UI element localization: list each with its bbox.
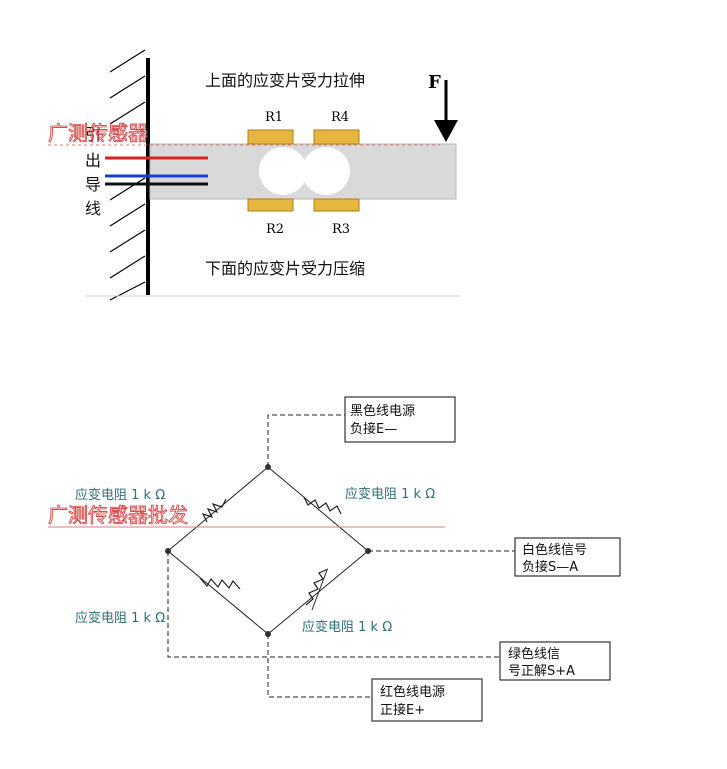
gauge-r3 [313,198,360,212]
lead-green [167,551,500,658]
resistor-label-top-left: 应变电阻 1 k Ω [75,487,165,503]
gauge-r2 [247,198,294,212]
gauge-label-r1: R1 [265,110,283,125]
callout-white-box [514,537,621,577]
resistor-top-left [201,498,227,523]
bridge-edge-tr [267,466,369,552]
force-label: F [428,72,441,93]
gauge-r1 [247,129,294,145]
gauge-r4 [313,129,360,145]
resistor-top-right [303,496,342,515]
lead-label-char-4: 线 [85,199,101,218]
callout-green-line2: 号正解S+A [508,664,575,679]
top-caption: 上面的应变片受力拉伸 [205,71,365,90]
gauge-label-r3: R3 [332,222,350,237]
callout-black-line2: 负接E— [350,421,397,437]
callout-white-line2: 负接S—A [522,559,578,575]
callout-green-box [499,641,611,681]
bridge-edge-br [267,550,369,635]
resistor-bottom-right [305,568,329,606]
gauge-label-r2: R2 [266,222,284,237]
callout-red-line2: 正接E+ [380,702,425,718]
bottom-caption: 下面的应变片受力压缩 [205,259,365,278]
lead-label-char-3: 导 [85,175,101,194]
watermark-bottom: 广测传感器批发 [48,503,188,527]
lead-label-char-2: 出 [85,151,101,170]
force-arrow-head [434,120,458,142]
lead-black [267,414,345,467]
beam-hole-left [259,147,307,195]
bridge-edge-tl [167,466,269,552]
callout-black-box [344,396,456,443]
resistor-bottom-right-arrow [311,569,328,611]
callout-red-line1: 红色线电源 [380,684,445,700]
beam-hole-right [302,147,350,195]
bridge-edge-bl [167,550,269,635]
lead-red [267,634,372,698]
callout-green-line1: 绿色线信 [508,646,560,662]
resistor-label-bottom-right: 应变电阻 1 k Ω [302,619,392,635]
beam-illustration: R1 R4 R2 R3 上面的应变片受力拉伸 下面的应变片受力压缩 F 引 出 … [48,49,460,301]
watermark-top: 广测传感器 [48,121,148,145]
callout-black-line1: 黑色线电源 [350,403,415,419]
resistor-bottom-left [199,577,241,590]
callout-red-box [371,678,483,722]
resistor-label-bottom-left: 应变电阻 1 k Ω [75,610,165,626]
callout-white-line1: 白色线信号 [522,542,587,558]
wall-hatching [109,49,146,301]
bridge-diagram: 黑色线电源 负接E— 白色线信号 负接S—A 绿色线信 号正解S+A 红色线电源… [48,396,621,722]
gauge-label-r4: R4 [331,110,349,125]
lead-label-char-1: 引 [85,125,101,144]
resistor-label-top-right: 应变电阻 1 k Ω [345,486,435,502]
